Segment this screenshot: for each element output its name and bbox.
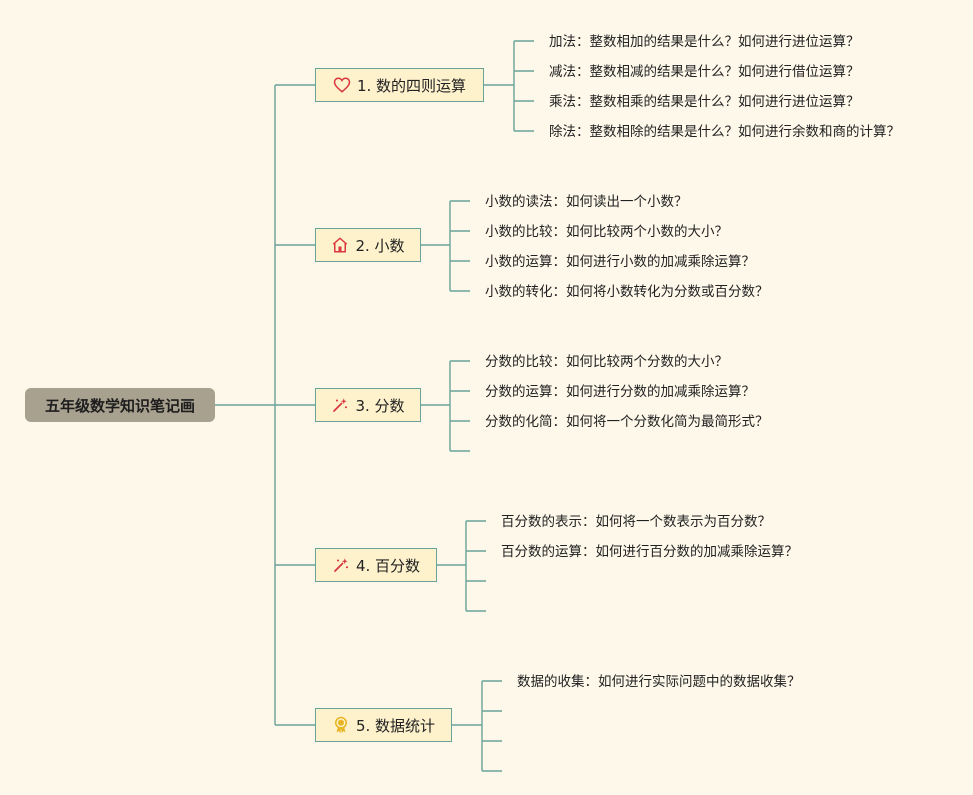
magic-wand-icon [331, 396, 349, 414]
heart-icon [333, 76, 351, 94]
leaf-decimal-conversion[interactable]: 小数的转化：如何将小数转化为分数或百分数？ [485, 284, 769, 300]
branch-node-statistics[interactable]: 5. 数据统计 [315, 708, 452, 742]
branch-node-fractions[interactable]: 3. 分数 [315, 388, 421, 422]
house-icon [331, 236, 349, 254]
branch-label: 1. 数的四则运算 [356, 76, 467, 95]
leaf-multiplication[interactable]: 乘法：整数相乘的结果是什么？如何进行进位运算？ [549, 94, 860, 110]
leaf-decimal-operations[interactable]: 小数的运算：如何进行小数的加减乘除运算？ [485, 254, 755, 270]
branch-label: 5. 数据统计 [355, 716, 436, 735]
branch-label: 4. 百分数 [355, 556, 421, 575]
leaf-data-collection[interactable]: 数据的收集：如何进行实际问题中的数据收集？ [517, 674, 801, 690]
magic-wand-icon [332, 556, 350, 574]
leaf-fraction-simplification[interactable]: 分数的化简：如何将一个分数化简为最简形式？ [485, 414, 769, 430]
branch-label: 3. 分数 [355, 396, 405, 415]
root-label: 五年级数学知识笔记画 [44, 396, 195, 415]
branch-node-percentages[interactable]: 4. 百分数 [315, 548, 437, 582]
branch-label: 2. 小数 [355, 236, 405, 255]
leaf-division[interactable]: 除法：整数相除的结果是什么？如何进行余数和商的计算？ [549, 124, 900, 140]
leaf-fraction-comparison[interactable]: 分数的比较：如何比较两个分数的大小？ [485, 354, 728, 370]
leaf-percent-operations[interactable]: 百分数的运算：如何进行百分数的加减乘除运算？ [501, 544, 798, 560]
leaf-percent-representation[interactable]: 百分数的表示：如何将一个数表示为百分数？ [501, 514, 771, 530]
leaf-subtraction[interactable]: 减法：整数相减的结果是什么？如何进行借位运算？ [549, 64, 860, 80]
branch-node-arithmetic[interactable]: 1. 数的四则运算 [315, 68, 484, 102]
leaf-decimal-reading[interactable]: 小数的读法：如何读出一个小数？ [485, 194, 688, 210]
leaf-addition[interactable]: 加法：整数相加的结果是什么？如何进行进位运算？ [549, 34, 860, 50]
branch-node-decimals[interactable]: 2. 小数 [315, 228, 421, 262]
leaf-decimal-comparison[interactable]: 小数的比较：如何比较两个小数的大小？ [485, 224, 728, 240]
medal-icon [332, 716, 350, 734]
leaf-fraction-operations[interactable]: 分数的运算：如何进行分数的加减乘除运算？ [485, 384, 755, 400]
root-node[interactable]: 五年级数学知识笔记画 [25, 388, 215, 422]
